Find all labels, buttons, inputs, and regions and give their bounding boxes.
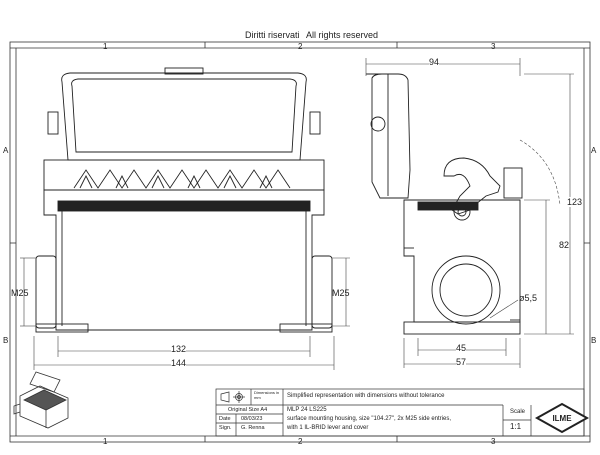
- sheet-frame: [9, 41, 591, 443]
- simplified-representation-note: Simplified representation with dimension…: [287, 393, 445, 399]
- side-body-height-label: 82: [559, 240, 570, 250]
- zone-column-2-bottom: 2: [298, 437, 303, 446]
- part-description-line-2: with 1 IL-BRID lever and cover: [287, 425, 369, 431]
- title-block-grid: [215, 388, 585, 437]
- front-left-thread-label: M25: [11, 288, 29, 298]
- date-value: 08/03/23: [241, 416, 263, 422]
- zone-row-b-left: B: [3, 336, 9, 345]
- side-view-housing: [366, 73, 523, 335]
- front-right-thread-label: M25: [332, 288, 350, 298]
- scale-value: 1:1: [510, 422, 522, 431]
- sign-value: G. Renna: [241, 425, 265, 431]
- zone-column-3-bottom: 3: [491, 437, 496, 446]
- zone-column-1-bottom: 1: [103, 437, 108, 446]
- zone-column-1-top: 1: [103, 42, 108, 51]
- part-description-line-1: surface mounting housing, size "104.27",…: [287, 416, 452, 422]
- rights-reserved-italian: Diritti riservati: [245, 30, 300, 40]
- isometric-thumbnail: [13, 371, 69, 429]
- side-base-inner-label: 45: [456, 343, 467, 353]
- zone-column-2-top: 2: [298, 42, 303, 51]
- front-outer-width-label: 144: [171, 358, 187, 368]
- scale-label: Scale: [510, 409, 526, 415]
- svg-text:ILME: ILME: [552, 414, 572, 423]
- original-size-label: Original Size A4: [228, 407, 268, 413]
- part-code: MLP 24 LS225: [287, 407, 327, 413]
- ilme-logo: ILME: [534, 402, 590, 434]
- zone-column-3-top: 3: [491, 42, 496, 51]
- front-inner-width-label: 132: [171, 344, 187, 354]
- date-label: Date: [219, 416, 231, 422]
- side-base-outer-label: 57: [456, 357, 467, 367]
- lever-swing-arc: [519, 139, 561, 206]
- sign-label: Sign.: [219, 425, 232, 431]
- rights-reserved-english: All rights reserved: [306, 30, 379, 40]
- side-total-height-label: 123: [567, 197, 583, 207]
- side-hole-diameter-label: ø5,5: [519, 293, 538, 303]
- front-view-housing: [35, 67, 333, 333]
- zone-row-b-right: B: [591, 336, 597, 345]
- zone-row-a-right: A: [591, 146, 597, 155]
- dimensions-in-mm-label: Dimensions in mm: [254, 390, 280, 400]
- side-depth-label: 94: [429, 57, 440, 67]
- zone-row-a-left: A: [3, 146, 9, 155]
